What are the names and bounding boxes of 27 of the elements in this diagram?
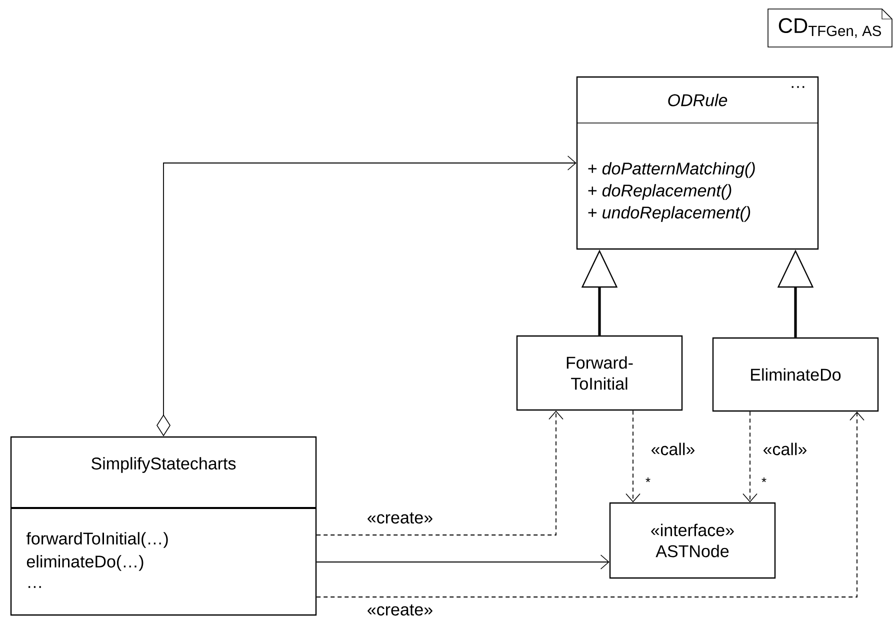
method-name: forwardToInitial(…) xyxy=(26,532,168,548)
class-box: Forward-ToInitial xyxy=(516,335,683,411)
class-box: EliminateDo xyxy=(712,337,879,412)
multiplicity: * xyxy=(646,478,650,482)
edge-label: «create» xyxy=(366,511,434,525)
association-arrow xyxy=(316,554,610,570)
ellipsis: … xyxy=(28,586,41,588)
association-arrow xyxy=(156,156,576,436)
method-name: + undoReplacement() xyxy=(588,206,750,222)
class-box xyxy=(10,436,317,616)
method-name: eliminateDo(…) xyxy=(26,555,144,571)
dependency-arrow xyxy=(316,412,864,598)
edge-label: «call» xyxy=(762,442,808,456)
class-name: SimplifyStatecharts xyxy=(92,457,236,473)
diagram-tag: $\text{CD}_{\text{TFGen, AS}}$ xyxy=(768,8,892,48)
multiplicity: * xyxy=(762,478,766,482)
method-name: + doReplacement() xyxy=(588,184,732,200)
edge-label: «create» xyxy=(366,603,434,617)
class-box: «interface» ASTNode xyxy=(609,502,776,579)
class-name: ODRule xyxy=(668,94,728,106)
dependency-arrow xyxy=(742,411,758,502)
dependency-arrow xyxy=(626,410,640,502)
dependency-arrow xyxy=(316,410,564,536)
class-box xyxy=(576,76,819,250)
edge-label: «call» xyxy=(650,442,696,456)
method-name: + doPatternMatching() xyxy=(588,162,755,178)
ellipsis: … xyxy=(792,86,804,88)
